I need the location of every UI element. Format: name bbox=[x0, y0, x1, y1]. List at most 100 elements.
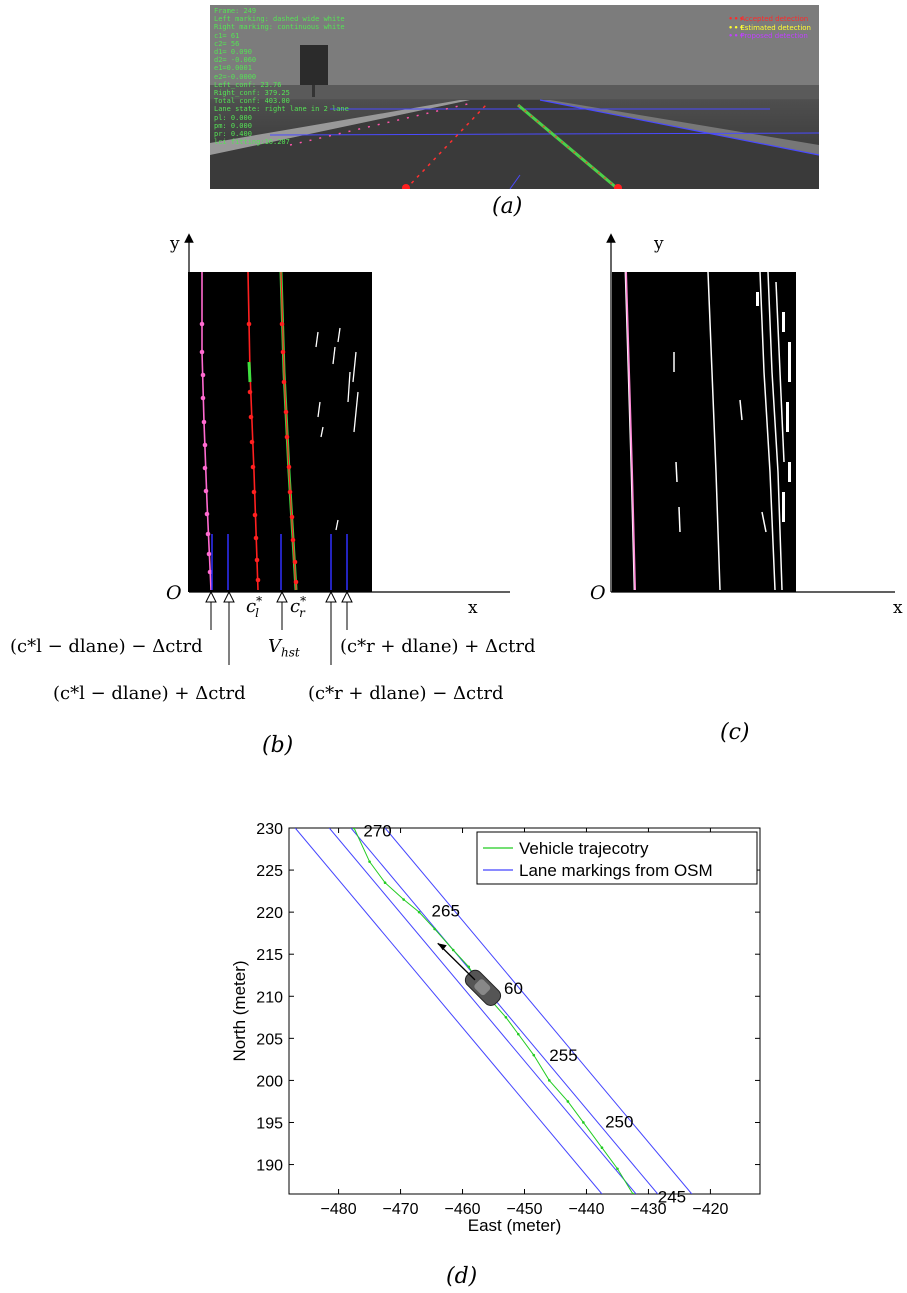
panel-b-pointer-arrows bbox=[205, 590, 353, 665]
hud-line: e2=-0.0000 bbox=[214, 72, 257, 81]
y-tick-label: 230 bbox=[256, 821, 283, 838]
y-tick-label: 220 bbox=[256, 905, 283, 922]
trajectory-point bbox=[547, 1079, 551, 1082]
label-cr-star: c*r bbox=[290, 594, 307, 620]
hud-line: Left_conf: 23.76 bbox=[214, 80, 282, 89]
hud-line: Total conf: 403.00 bbox=[214, 97, 290, 106]
hud-line: Frame: 249 bbox=[214, 7, 257, 15]
legend-item-accepted: •••Accepted detection bbox=[728, 15, 809, 23]
hud-line: Right_conf: 379.25 bbox=[214, 89, 290, 98]
trajectory-point bbox=[417, 910, 421, 914]
trajectory-line bbox=[353, 828, 634, 1194]
time-annotation: 255 bbox=[549, 1046, 577, 1065]
time-annotation: 270 bbox=[363, 821, 391, 840]
label-left-inner-bound: (c*l − dlane) + Δctrd bbox=[53, 683, 246, 704]
x-tick-label: −460 bbox=[445, 1201, 481, 1218]
x-tick-label: −480 bbox=[321, 1201, 357, 1218]
trajectory-point bbox=[467, 965, 471, 969]
panel-c-edges bbox=[624, 271, 791, 591]
y-tick-label: 205 bbox=[256, 1031, 283, 1048]
detection-legend: •••Accepted detection •••Estimated detec… bbox=[728, 15, 811, 41]
legend-item-estimated: •••Estimated detection bbox=[728, 23, 811, 32]
road-scene-overlay bbox=[210, 5, 819, 189]
trajectory-point bbox=[616, 1167, 619, 1171]
trajectory-point bbox=[402, 898, 405, 901]
legend-label: Vehicle trajecotry bbox=[519, 839, 649, 858]
lane-marking-line bbox=[350, 828, 659, 1194]
trajectory-point bbox=[517, 1032, 520, 1036]
panel-b-birdseye bbox=[188, 271, 372, 592]
hud-line: lci fitting:16.207 bbox=[214, 138, 290, 147]
panel-c-y-label: y bbox=[654, 234, 664, 254]
caption-a: (a) bbox=[492, 194, 523, 219]
hud-line: Lane state: right lane in 2 lane bbox=[214, 105, 349, 114]
caption-b: (b) bbox=[262, 733, 294, 758]
lane-marking-line bbox=[294, 828, 603, 1194]
trajectory-point bbox=[433, 927, 436, 931]
y-axis-label: North (meter) bbox=[230, 960, 249, 1061]
hud-line: c2= 56 bbox=[214, 39, 240, 48]
y-tick-label: 215 bbox=[256, 947, 283, 964]
lane-marking-line bbox=[384, 828, 693, 1194]
trajectory-chart: −480 −470 −460 −450 −440 −430 −420 190 195 200 205… bbox=[230, 821, 761, 1235]
trajectory-point bbox=[368, 860, 371, 863]
panel-c-binary-image bbox=[612, 271, 796, 592]
panel-c-x-label: x bbox=[893, 598, 903, 618]
y-tick-label: 210 bbox=[256, 989, 283, 1006]
hud-line: d1= 0.090 bbox=[214, 48, 252, 57]
legend-label: Lane markings from OSM bbox=[519, 861, 713, 880]
label-left-outer-bound: (c*l − dlane) − Δctrd bbox=[10, 636, 203, 657]
hud-line: d2= -0.060 bbox=[214, 56, 257, 65]
hud-line: pl: 0.000 bbox=[214, 113, 252, 122]
panel-b-y-label: y bbox=[170, 234, 180, 254]
y-tick-label: 195 bbox=[256, 1115, 283, 1132]
hud-line: Right marking: continuous white bbox=[214, 23, 345, 32]
trajectory-point bbox=[383, 881, 387, 884]
time-annotation: 60 bbox=[504, 979, 523, 998]
hud-line: c1= 61 bbox=[214, 31, 240, 40]
trajectory-point bbox=[600, 1146, 604, 1150]
panel-c-axes bbox=[606, 233, 895, 593]
x-axis-label: East (meter) bbox=[468, 1216, 562, 1235]
x-tick-label: −440 bbox=[568, 1201, 604, 1218]
plot-area bbox=[288, 827, 761, 1195]
panel-b-origin: O bbox=[166, 582, 182, 604]
hud-overlay-text: Frame: 249 Left marking: dashed wide whi… bbox=[214, 7, 349, 146]
trajectory-point bbox=[532, 1053, 536, 1057]
label-vhst: Vhst bbox=[268, 636, 300, 660]
trajectory-point bbox=[451, 948, 455, 952]
hud-line: Left marking: dashed wide white bbox=[214, 15, 345, 24]
trajectory-point bbox=[504, 1016, 508, 1019]
road-camera-image: Frame: 249 Left marking: dashed wide whi… bbox=[210, 5, 819, 189]
y-tick-label: 225 bbox=[256, 863, 283, 880]
trajectory-point bbox=[566, 1100, 570, 1103]
label-right-outer-bound: (c*r + dlane) + Δctrd bbox=[340, 636, 536, 657]
x-tick-label: −430 bbox=[630, 1201, 666, 1218]
chart-legend bbox=[476, 831, 758, 885]
legend-item-proposed: •••Proposed detection bbox=[728, 32, 808, 40]
time-annotation: 265 bbox=[432, 901, 460, 920]
caption-d: (d) bbox=[446, 1264, 478, 1289]
trajectory-point bbox=[352, 828, 356, 830]
x-tick-label: −470 bbox=[383, 1201, 419, 1218]
heading-arrow-icon bbox=[437, 942, 476, 981]
label-cl-star: c*l bbox=[246, 594, 263, 620]
lane-marking-line bbox=[328, 828, 637, 1194]
x-tick-label: −420 bbox=[692, 1201, 728, 1218]
trajectory-point bbox=[582, 1121, 585, 1124]
hud-line: e1=0.0001 bbox=[214, 64, 252, 73]
trajectory-point bbox=[631, 1192, 635, 1194]
hud-line: pr: 0.400 bbox=[214, 130, 252, 139]
y-tick-label: 200 bbox=[256, 1073, 283, 1090]
time-annotation: 250 bbox=[605, 1113, 633, 1132]
x-tick-label: −450 bbox=[506, 1201, 542, 1218]
panel-b-x-label: x bbox=[468, 598, 478, 618]
caption-c: (c) bbox=[720, 720, 750, 745]
hud-line: pm: 0.000 bbox=[214, 121, 252, 130]
heading-arrowhead-icon bbox=[437, 943, 447, 951]
label-right-inner-bound: (c*r + dlane) − Δctrd bbox=[308, 683, 504, 704]
time-annotation: 245 bbox=[658, 1187, 686, 1206]
panel-c-origin: O bbox=[590, 582, 606, 604]
y-tick-label: 190 bbox=[256, 1158, 283, 1175]
panel-b-lanes bbox=[199, 271, 359, 591]
